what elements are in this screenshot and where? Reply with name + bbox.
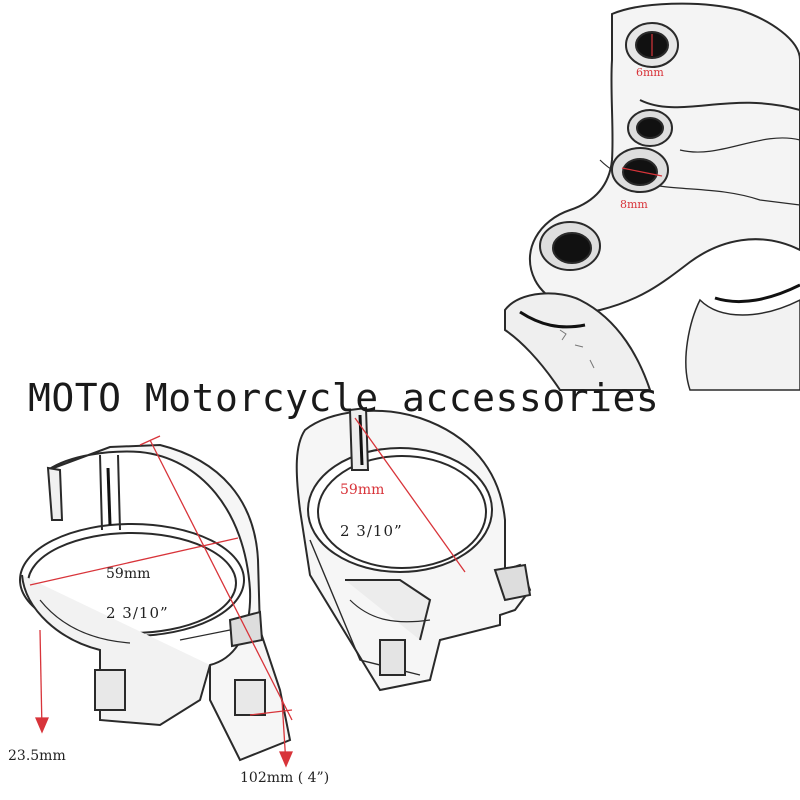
left-clamp-diameter-in: 2 3/10”: [106, 604, 169, 622]
hole-dimension-markers: [621, 34, 663, 177]
right-clamp-drawing: [295, 406, 532, 692]
left-clamp-dimension-lines: [29, 435, 293, 768]
left-clamp-drawing: [19, 443, 292, 762]
height-label: 23.5mm: [8, 748, 66, 764]
watermark-text: MOTO Motorcycle accessories: [28, 376, 660, 420]
right-clamp-diameter-mm: 59mm: [340, 482, 385, 498]
bracket-detail-drawing: [504, 2, 800, 391]
right-clamp-dimension-lines: [354, 417, 466, 573]
length-label: 102mm ( 4”): [240, 770, 330, 786]
right-clamp-diameter-in: 2 3/10”: [340, 522, 403, 540]
hole-large-label: 8mm: [620, 198, 648, 211]
left-clamp-diameter-mm: 59mm: [106, 566, 151, 582]
hole-small-label: 6mm: [636, 66, 664, 79]
